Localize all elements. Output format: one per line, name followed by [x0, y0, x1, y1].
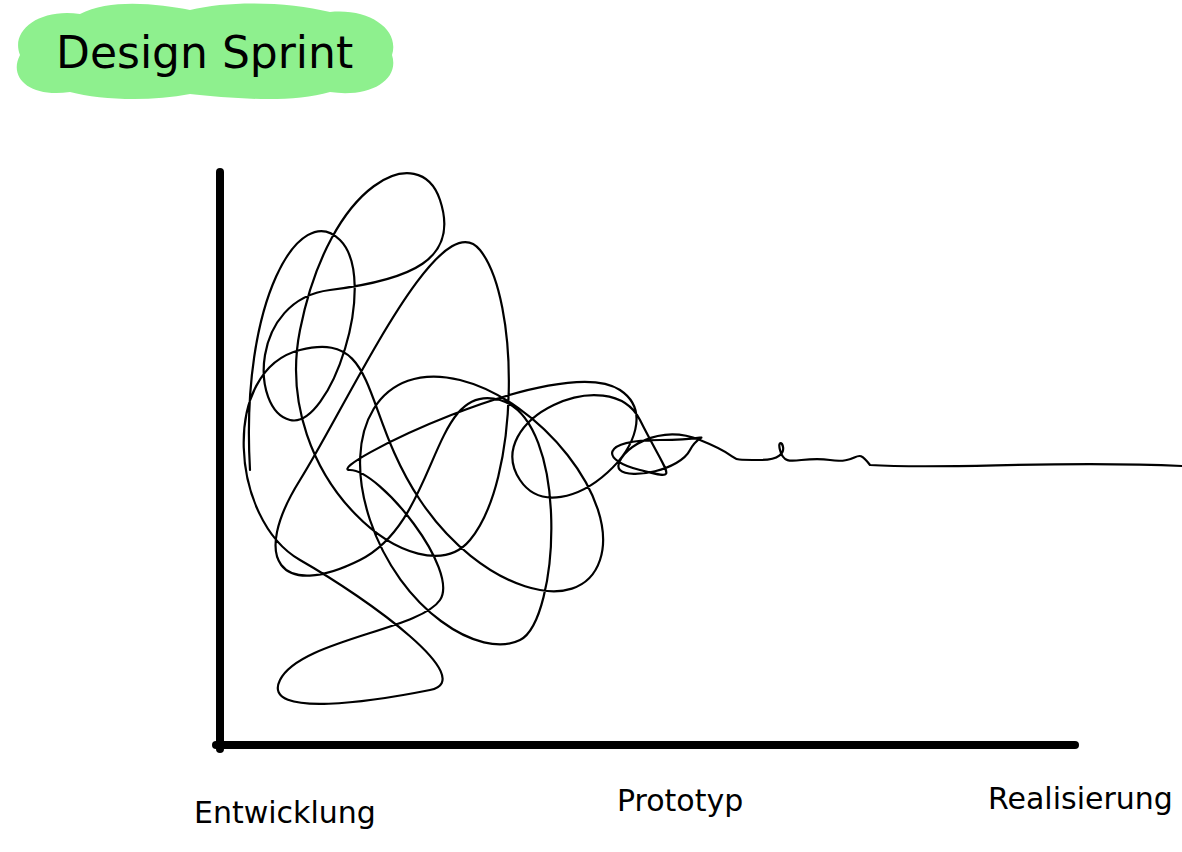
- axis-label: Entwicklung: [194, 795, 376, 830]
- diagram-title: Design Sprint: [56, 27, 353, 78]
- title-highlight: [17, 3, 394, 99]
- y-axis: [216, 172, 224, 749]
- process-scribble: [244, 173, 1182, 704]
- x-axis: [216, 741, 1075, 749]
- axis-label: Prototyp: [617, 783, 743, 818]
- axis-label: Realisierung: [988, 781, 1173, 816]
